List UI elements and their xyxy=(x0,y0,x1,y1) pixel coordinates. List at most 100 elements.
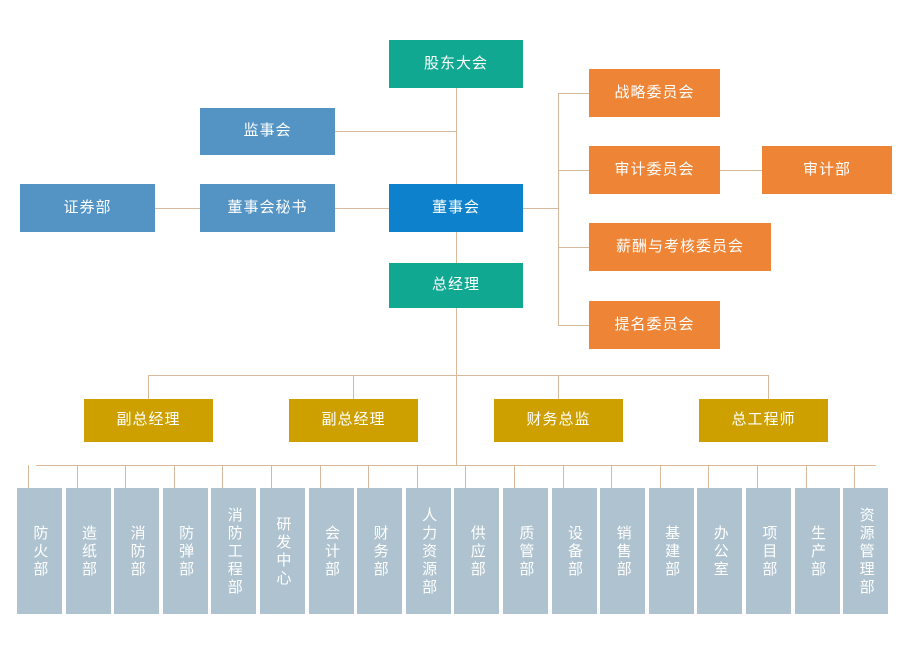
node-shareholders-meeting-label: 股东大会 xyxy=(423,54,488,72)
node-department-5-label: 消防工程部 xyxy=(225,507,243,597)
node-department-1[interactable]: 防火部 xyxy=(17,488,62,614)
node-executive-cfo[interactable]: 财务总监 xyxy=(494,399,623,442)
node-securities-department[interactable]: 证券部 xyxy=(20,184,155,232)
node-executive-deputy-gm-1[interactable]: 副总经理 xyxy=(84,399,213,442)
node-audit-department-label: 审计部 xyxy=(802,160,851,178)
connector-department-drop xyxy=(854,465,856,488)
connector-department-drop xyxy=(416,465,418,488)
node-audit-department[interactable]: 审计部 xyxy=(762,146,892,194)
connector-executive-drop-4 xyxy=(768,375,769,399)
node-department-16-label: 项目部 xyxy=(760,525,778,579)
node-department-17[interactable]: 生产部 xyxy=(794,488,840,614)
node-department-17-label: 生产部 xyxy=(808,525,826,579)
connector-department-drop xyxy=(368,465,370,488)
node-department-6-label: 研发中心 xyxy=(274,516,292,588)
connector-department-drop xyxy=(222,465,224,488)
node-shareholders-meeting[interactable]: 股东大会 xyxy=(389,40,523,88)
node-department-5[interactable]: 消防工程部 xyxy=(211,488,257,614)
node-department-3[interactable]: 消防部 xyxy=(114,488,160,614)
node-department-2[interactable]: 造纸部 xyxy=(65,488,111,614)
node-board-secretary[interactable]: 董事会秘书 xyxy=(200,184,335,232)
connector-department-drop xyxy=(28,465,29,488)
connector-department-drop xyxy=(611,465,613,488)
node-executive-deputy-gm-2-label: 副总经理 xyxy=(321,411,386,429)
node-department-18[interactable]: 资源管理部 xyxy=(843,488,889,614)
node-department-10[interactable]: 供应部 xyxy=(454,488,500,614)
node-department-9[interactable]: 人力资源部 xyxy=(405,488,451,614)
node-department-11-label: 质管部 xyxy=(517,525,535,579)
node-department-12[interactable]: 设备部 xyxy=(551,488,597,614)
connector-department-drop xyxy=(76,465,78,488)
node-executive-chief-engineer[interactable]: 总工程师 xyxy=(699,399,828,442)
connector-executive-drop-3 xyxy=(558,375,559,399)
connector-board-to-committee-bus xyxy=(520,208,558,209)
node-department-6[interactable]: 研发中心 xyxy=(260,488,305,614)
node-committee-nomination[interactable]: 提名委员会 xyxy=(589,301,720,349)
connector-committee-bus xyxy=(558,93,559,325)
connector-board-to-general-manager xyxy=(456,232,457,266)
connector-department-drop xyxy=(659,465,661,488)
connector-department-drop xyxy=(173,465,175,488)
node-committee-audit[interactable]: 审计委员会 xyxy=(589,146,720,194)
connector-shareholders-to-board xyxy=(456,88,457,184)
connector-department-drop xyxy=(125,465,127,488)
node-department-15-label: 办公室 xyxy=(711,525,729,579)
node-executive-deputy-gm-1-label: 副总经理 xyxy=(116,411,181,429)
connector-executive-drop-1 xyxy=(148,375,149,399)
node-committee-strategy[interactable]: 战略委员会 xyxy=(589,69,720,117)
node-executive-chief-engineer-label: 总工程师 xyxy=(731,411,796,429)
connector-committee-stub-2 xyxy=(558,170,590,171)
node-department-3-label: 消防部 xyxy=(128,525,146,579)
connector-securities-to-secretary xyxy=(155,208,200,209)
node-committee-compensation-label: 薪酬与考核委员会 xyxy=(615,237,744,255)
node-department-11[interactable]: 质管部 xyxy=(503,488,548,614)
node-department-15[interactable]: 办公室 xyxy=(697,488,743,614)
connector-department-drop xyxy=(271,465,272,488)
node-executive-deputy-gm-2[interactable]: 副总经理 xyxy=(289,399,418,442)
connector-department-drop xyxy=(708,465,710,488)
node-department-7[interactable]: 会计部 xyxy=(308,488,354,614)
node-department-1-label: 防火部 xyxy=(31,525,49,579)
node-department-2-label: 造纸部 xyxy=(79,525,97,579)
node-department-8-label: 财务部 xyxy=(371,525,389,579)
node-department-14-label: 基建部 xyxy=(663,525,681,579)
connector-department-drop xyxy=(562,465,564,488)
node-department-16[interactable]: 项目部 xyxy=(746,488,791,614)
node-general-manager[interactable]: 总经理 xyxy=(389,263,523,308)
connector-executive-drop-2 xyxy=(353,375,354,399)
connector-secretary-to-board xyxy=(335,208,393,209)
connector-supervisors-to-trunk xyxy=(335,131,457,132)
node-board-of-supervisors-label: 监事会 xyxy=(243,122,292,140)
connector-executive-bus xyxy=(148,375,768,376)
node-department-14[interactable]: 基建部 xyxy=(648,488,694,614)
node-executive-cfo-label: 财务总监 xyxy=(526,411,591,429)
connector-committee-stub-3 xyxy=(558,247,590,248)
connector-general-manager-to-executive-bus xyxy=(456,308,457,375)
node-committee-compensation[interactable]: 薪酬与考核委员会 xyxy=(589,223,771,271)
node-securities-department-label: 证券部 xyxy=(63,198,112,216)
connector-department-drop xyxy=(757,465,758,488)
connector-department-bus xyxy=(36,465,876,466)
connector-department-drop xyxy=(465,465,467,488)
node-department-18-label: 资源管理部 xyxy=(857,507,875,597)
node-general-manager-label: 总经理 xyxy=(431,276,480,294)
connector-department-drop xyxy=(514,465,515,488)
node-department-13-label: 销售部 xyxy=(614,525,632,579)
connector-committee-stub-4 xyxy=(558,325,590,326)
connector-audit-committee-to-audit-dept xyxy=(720,170,762,171)
node-board-of-directors[interactable]: 董事会 xyxy=(389,184,523,232)
node-committee-nomination-label: 提名委员会 xyxy=(614,315,695,333)
node-board-of-supervisors[interactable]: 监事会 xyxy=(200,108,335,155)
node-department-4[interactable]: 防弹部 xyxy=(162,488,208,614)
node-department-12-label: 设备部 xyxy=(565,525,583,579)
node-committee-audit-label: 审计委员会 xyxy=(614,160,695,178)
node-department-9-label: 人力资源部 xyxy=(420,507,438,597)
node-department-13[interactable]: 销售部 xyxy=(600,488,646,614)
node-board-of-directors-label: 董事会 xyxy=(431,198,480,216)
connector-committee-stub-1 xyxy=(558,93,590,94)
node-department-8[interactable]: 财务部 xyxy=(357,488,403,614)
connector-trunk-to-department-bus xyxy=(456,375,457,465)
node-department-10-label: 供应部 xyxy=(468,525,486,579)
node-department-4-label: 防弹部 xyxy=(177,525,195,579)
